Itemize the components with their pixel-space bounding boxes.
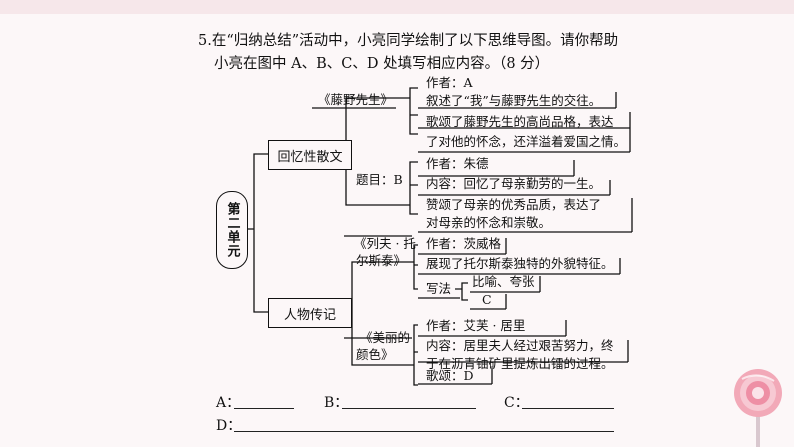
b2-praise-1: 赞颂了母亲的优秀品质，表达了 <box>426 197 602 212</box>
top-band <box>0 0 794 14</box>
category-memoir: 回忆性散文 <box>268 140 352 170</box>
b2-content: 内容：回忆了母亲勤劳的一生。 <box>426 176 602 191</box>
branch-tolstoy-2: 尔斯泰》 <box>356 253 407 268</box>
answer-d-blank[interactable] <box>234 431 614 432</box>
branch-title-b: 题目：B <box>356 172 403 187</box>
answer-d-label: D： <box>216 418 242 434</box>
answer-a-label: A： <box>216 395 241 411</box>
tengye-content: 叙述了“我”与藤野先生的交往。 <box>426 93 602 108</box>
branch-tengye: 《藤野先生》 <box>318 92 394 107</box>
tolstoy-method-1: 比喻、夸张 <box>472 274 535 289</box>
tengye-praise-2: 了对他的怀念，还洋溢着爱国之情。 <box>426 134 627 149</box>
colors-praise-d: 歌颂：D <box>426 368 474 383</box>
tolstoy-method: 写法 <box>426 281 452 296</box>
answer-c-label: C： <box>504 395 529 411</box>
tolstoy-author: 作者：茨威格 <box>426 236 502 251</box>
tolstoy-content: 展现了托尔斯泰独特的外貌特征。 <box>426 256 614 271</box>
b2-praise-2: 对母亲的怀念和崇敬。 <box>426 215 552 230</box>
branch-tolstoy-1: 《列夫 · 托 <box>354 236 416 251</box>
branch-colors-2: 颜色》 <box>356 347 394 362</box>
answer-b-label: B： <box>324 395 349 411</box>
root-node: 第二单元 <box>216 191 248 269</box>
colors-content-2: 于在沥青铀矿里提炼出镭的过程。 <box>426 356 614 371</box>
colors-content-1: 内容：居里夫人经过艰苦努力，终 <box>426 338 614 353</box>
b2-author: 作者：朱德 <box>426 156 489 171</box>
branch-colors-1: 《美丽的 <box>360 330 411 345</box>
tengye-praise-1: 歌颂了藤野先生的高尚品格，表达 <box>426 114 614 129</box>
question-line-2: 小亮在图中 A、B、C、D 处填写相应内容。（8 分） <box>214 56 550 72</box>
answer-b-blank[interactable] <box>342 408 476 409</box>
lollipop-icon <box>734 369 782 447</box>
tolstoy-method-c: C <box>482 292 492 307</box>
question-line-1: 5.在“归纳总结”活动中，小亮同学绘制了以下思维导图。请你帮助 <box>198 33 619 49</box>
colors-author: 作者：艾芙 · 居里 <box>426 318 526 333</box>
tengye-author: 作者：A <box>426 75 473 90</box>
category-biography: 人物传记 <box>268 298 352 328</box>
answer-c-blank[interactable] <box>522 408 614 409</box>
answer-a-blank[interactable] <box>234 408 294 409</box>
